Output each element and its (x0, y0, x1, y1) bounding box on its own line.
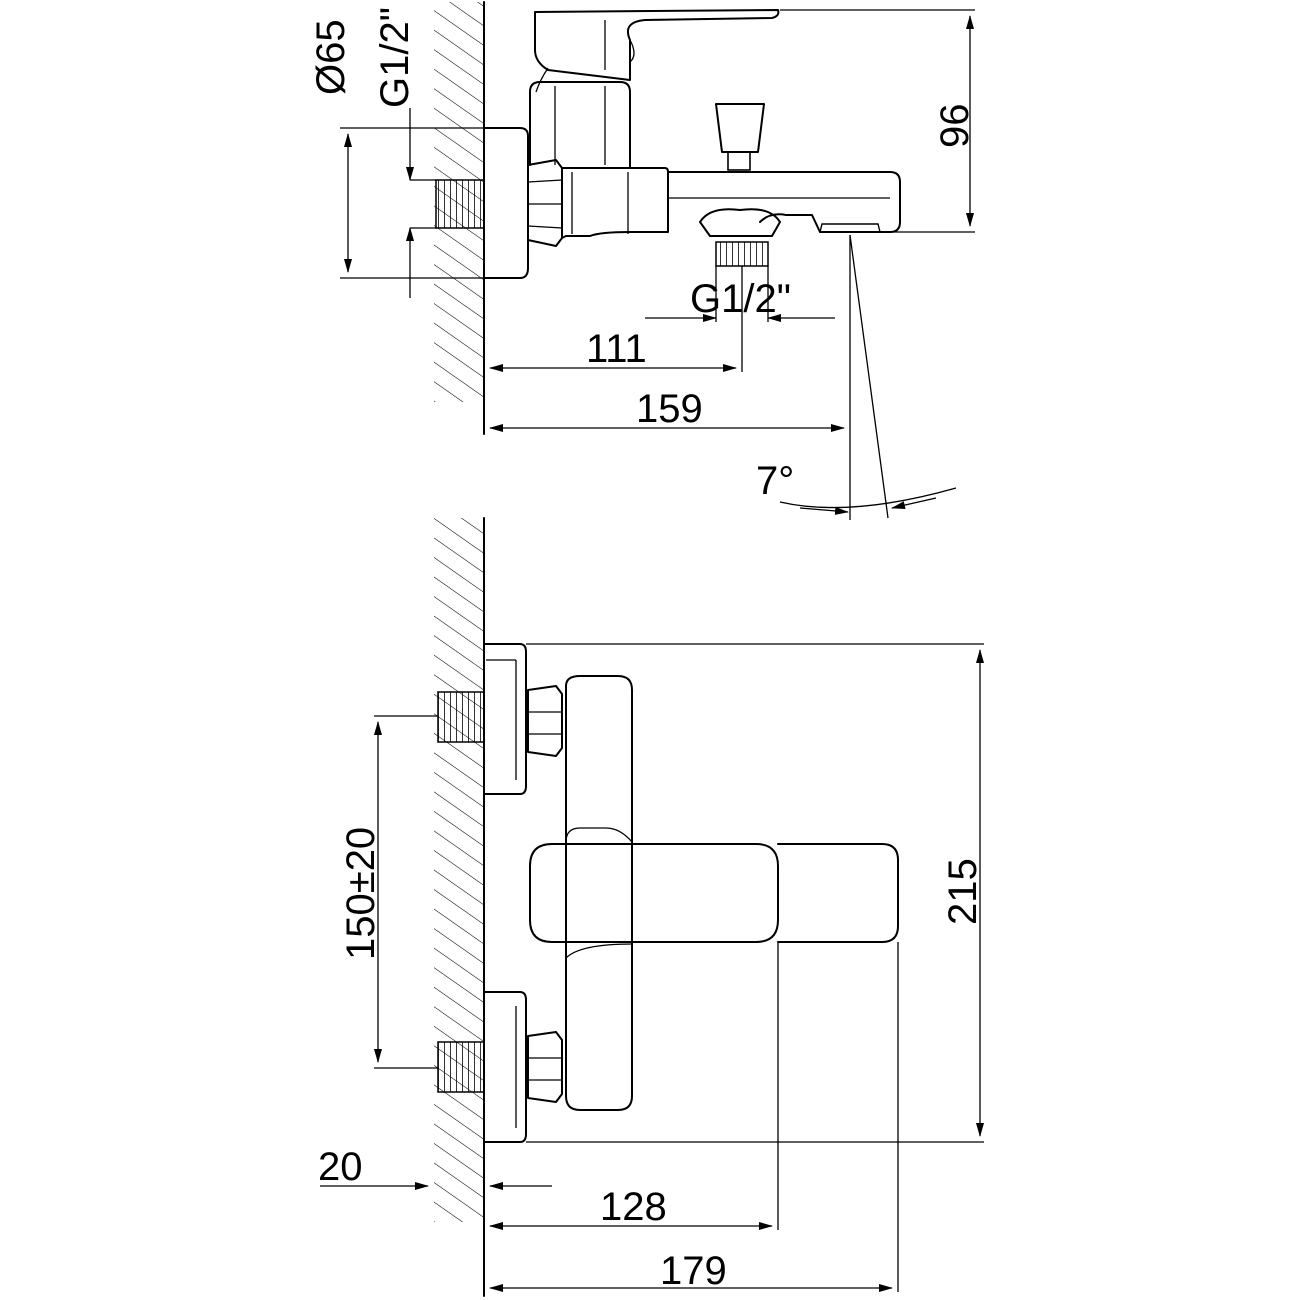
inlet-thread-label: G1/2" (373, 7, 417, 108)
spout-front (777, 843, 899, 943)
diverter-knob (715, 103, 765, 153)
handle-depth-label: 128 (600, 1185, 667, 1229)
body-front (565, 675, 633, 1111)
outlet-connector (699, 208, 781, 237)
hex-nut-bottom (527, 1031, 563, 1103)
inlet-thread-bottom (437, 1041, 485, 1093)
flange-side (483, 127, 529, 279)
hex-nut-side (527, 159, 563, 247)
flange-bottom (483, 991, 527, 1143)
inlet-thread-top (437, 691, 485, 743)
handle-front (529, 843, 779, 943)
wall-hatch-bottom (434, 518, 484, 1222)
mixer-housing (561, 167, 669, 239)
diameter-label: Ø65 (309, 19, 353, 95)
total-depth-label: 179 (660, 1249, 727, 1293)
spout-length-label: 159 (636, 387, 703, 431)
inlet-spacing-label: 150±20 (339, 827, 383, 960)
spout-side (667, 171, 901, 233)
outlet-thread-label: G1/2" (690, 277, 791, 321)
side-view: Ø65 G1/2" 96 G1/2" 111 159 7° (309, 1, 977, 520)
outlet-distance-label: 111 (586, 327, 647, 371)
total-height-label: 215 (941, 858, 985, 925)
flange-top (483, 643, 527, 795)
wall-offset-label: 20 (318, 1145, 363, 1189)
spout-angle-label: 7° (756, 459, 794, 503)
inlet-thread-side (435, 179, 485, 229)
outlet-thread (715, 241, 769, 267)
cartridge-body (529, 81, 631, 169)
front-view: 150±20 215 20 128 179 (318, 517, 985, 1297)
height-label: 96 (933, 104, 977, 149)
hex-nut-top (527, 685, 563, 757)
handle-lever-side (534, 9, 780, 81)
